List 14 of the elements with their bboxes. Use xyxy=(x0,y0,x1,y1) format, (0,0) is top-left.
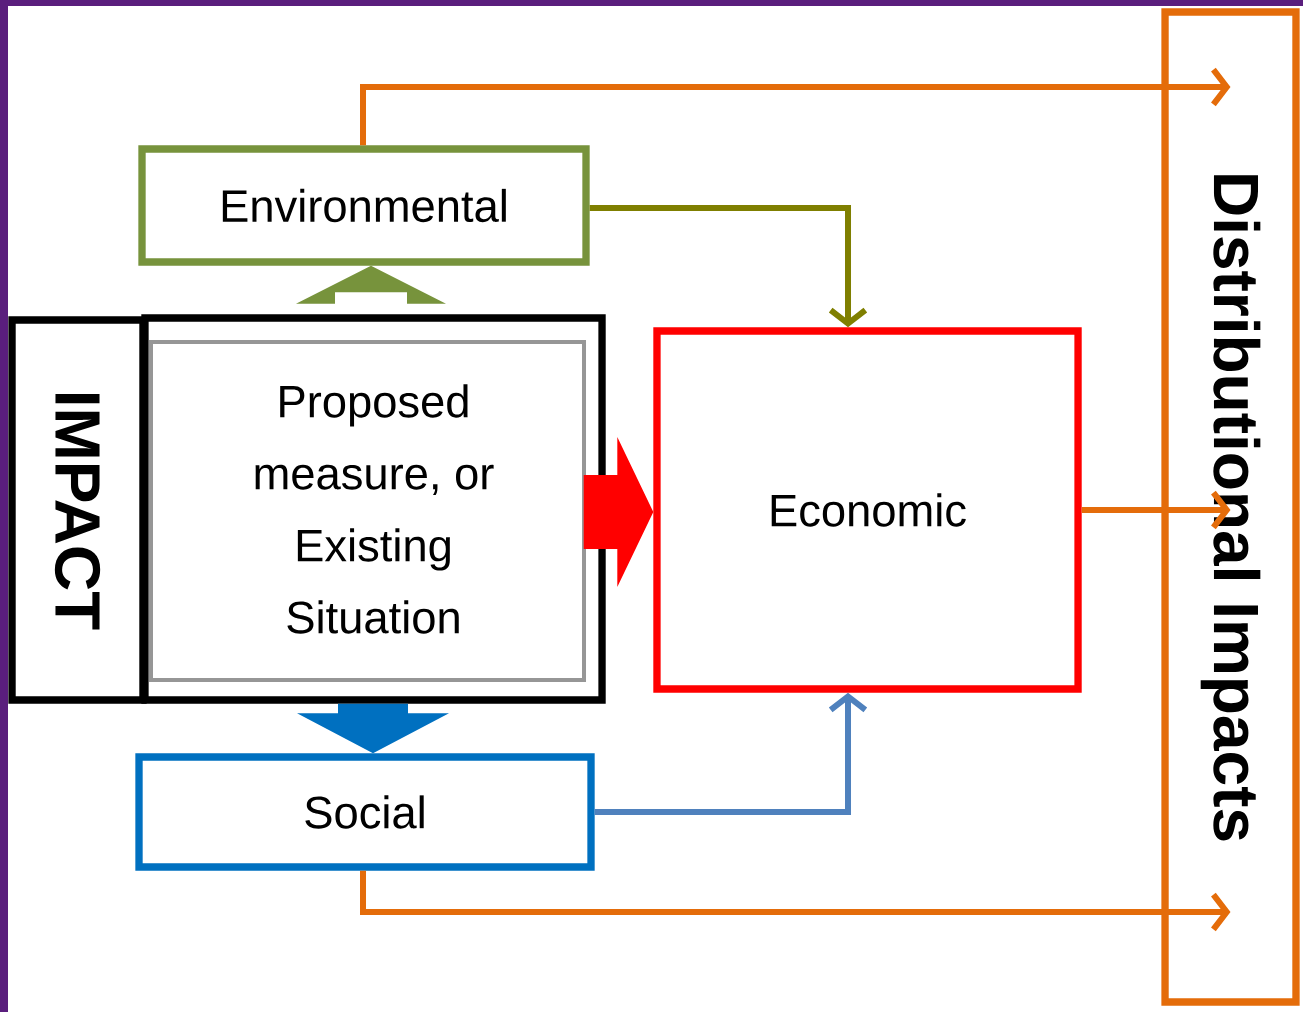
process-box: Environmental xyxy=(138,145,590,266)
arrow xyxy=(360,67,1231,146)
block-arrow xyxy=(297,703,449,754)
arrow xyxy=(1081,490,1231,530)
arrow xyxy=(589,205,868,328)
arrow xyxy=(360,870,1231,932)
label-box: Distributional Impacts xyxy=(1161,8,1300,1006)
arrow xyxy=(594,692,868,815)
process-box: Social xyxy=(135,753,595,871)
block-arrow xyxy=(296,265,446,304)
label-box: IMPACT xyxy=(8,316,147,704)
process-box: Economic xyxy=(653,327,1082,693)
process-box: Proposed measure, or Existing Situation xyxy=(141,314,606,704)
block-arrow xyxy=(583,437,654,587)
